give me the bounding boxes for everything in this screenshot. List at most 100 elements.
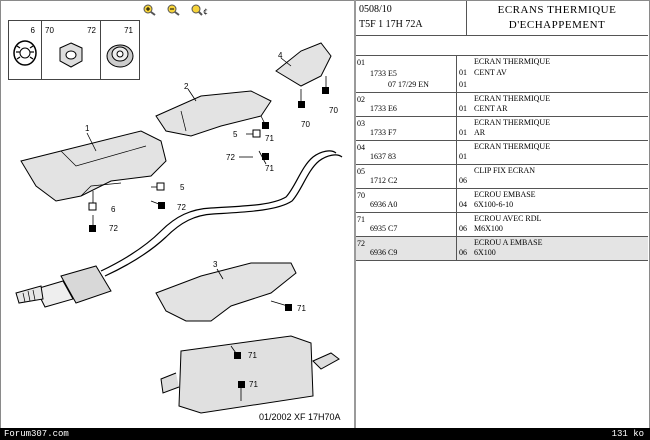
callout-label: 71 [265,134,274,143]
row-number: 03 [357,119,365,128]
part-ref: 1733 F7 [370,128,397,137]
pane-divider[interactable] [354,0,356,428]
table-row[interactable]: 01 1733 E5 07 17/29 EN ECRAN THERMIQUE 0… [356,56,648,93]
thumbnail-number: 70 [45,26,54,35]
svg-text:¢: ¢ [203,7,208,16]
part-detail: 6X100 [474,248,496,257]
part-qty: 06 [459,248,467,257]
washer-nut-icon [106,44,134,68]
part-ref: 1637 83 [370,152,396,161]
part-desc: ECRAN THERMIQUE [474,57,551,66]
table-spacer [356,36,648,56]
nut-icon [59,42,83,68]
callout-label: 2 [184,82,189,91]
table-row-selected[interactable]: 72 6936 C9 ECROU A EMBASE 06 6X100 [356,237,648,261]
parts-list: 01 1733 E5 07 17/29 EN ECRAN THERMIQUE 0… [356,56,648,261]
part-desc: ECRAN THERMIQUE [474,118,551,127]
thumbnail-nut-washer[interactable]: 71 [101,21,139,79]
part-qty: 01 [459,128,467,137]
part-ref-alt: 07 17/29 EN [388,80,429,89]
table-row[interactable]: 70 6936 A0 ECROU EMBASE 04 6X100-6-10 [356,189,648,213]
zoom-toolbar: ¢ [141,3,208,16]
zoom-fit-button[interactable]: ¢ [189,3,208,16]
part-detail: AR [474,128,486,137]
callout-label: 71 [249,380,258,389]
part-ref: 6936 C9 [370,248,398,257]
thumbnail-number: 71 [124,26,133,35]
part-detail: 6X100-6-10 [474,200,514,209]
part-desc: ECROU A EMBASE [474,238,543,247]
callout-label: 71 [265,164,274,173]
callout-label: 72 [226,153,235,162]
part-ref: 1733 E5 [370,69,397,78]
file-size: 131 ko [611,429,644,439]
row-number: 71 [357,215,365,224]
callout-label: 70 [301,120,310,129]
thumbnail-number: 72 [87,26,96,35]
part-desc: ECRAN THERMIQUE [474,94,551,103]
part-ref: 1733 E6 [370,104,397,113]
callout-label: 5 [233,130,238,139]
row-number: 72 [357,239,365,248]
callout-label: 70 [329,106,338,115]
row-number: 05 [357,167,365,176]
part-ref: 1712 C2 [370,176,398,185]
callout-label: 5 [180,183,185,192]
part-qty: 01 [459,68,467,77]
diagram-pane: ¢ 6 70 72 71 [1,1,354,427]
part-desc: ECRAN THERMIQUE [474,142,551,151]
table-row[interactable]: 03 1733 F7 ECRAN THERMIQUE 01 AR [356,117,648,141]
row-number: 01 [357,58,365,67]
part-desc: ECROU AVEC RDL [474,214,542,223]
part-detail: CENT AR [474,104,508,113]
callout-label: 1 [85,124,90,133]
table-row[interactable]: 05 1712 C2 CLIP FIX ECRAN 06 [356,165,648,189]
zoom-out-button[interactable] [165,3,183,16]
page-subtitle: D'ECHAPPEMENT [508,19,606,31]
callout-label: 4 [278,51,283,60]
site-label: Forum307.com [4,429,69,439]
callout-label: 72 [109,224,118,233]
part-qty: 01 [459,80,467,89]
table-row[interactable]: 71 6935 C7 ECROU AVEC RDL 06 M6X100 [356,213,648,237]
part-detail: CENT AV [474,68,507,77]
header-ref-cell: 0508/10 T5F 1 17H 72A [356,1,467,35]
zoom-out-icon [167,4,180,16]
zoom-fit-icon: ¢ [191,4,208,16]
thumbnail-number: 6 [30,26,35,35]
status-bar: Forum307.com 131 ko [0,428,650,440]
thumbnail-clip[interactable]: 6 [9,21,42,79]
zoom-in-button[interactable] [141,3,159,16]
zoom-in-icon [143,4,156,16]
callout-label: 72 [177,203,186,212]
row-number: 02 [357,95,365,104]
part-desc: ECROU EMBASE [474,190,536,199]
callout-label: 71 [297,304,306,313]
callout-label: 3 [213,260,218,269]
page-ref: 0508/10 [359,4,392,15]
part-qty: 01 [459,104,467,113]
model-code: T5F 1 17H 72A [359,19,423,30]
row-number: 04 [357,143,365,152]
hardware-thumbnails: 6 70 72 71 [8,20,140,80]
table-row[interactable]: 02 1733 E6 ECRAN THERMIQUE 01 CENT AR [356,93,648,117]
part-ref: 6936 A0 [370,200,398,209]
table-header: 0508/10 T5F 1 17H 72A ECRANS THERMIQUE D… [356,1,648,36]
callout-label: 71 [248,351,257,360]
row-number: 70 [357,191,365,200]
callout-label: 6 [111,205,116,214]
clip-icon [13,40,37,66]
page-title: ECRANS THERMIQUE [497,4,617,16]
part-qty: 04 [459,200,467,209]
part-detail: M6X100 [474,224,503,233]
thumbnail-nut-embase[interactable]: 70 72 [42,21,101,79]
exhaust-diagram: 1 2 3 4 5 5 6 70 70 71 71 71 72 72 72 71… [15,42,343,414]
parts-table: 0508/10 T5F 1 17H 72A ECRANS THERMIQUE D… [356,1,648,427]
part-qty: 06 [459,224,467,233]
part-qty: 01 [459,152,467,161]
diagram-caption: 01/2002 XF 17H70A [259,412,341,422]
part-qty: 06 [459,176,467,185]
part-ref: 6935 C7 [370,224,398,233]
part-desc: CLIP FIX ECRAN [474,166,536,175]
table-row[interactable]: 04 1637 83 ECRAN THERMIQUE 01 [356,141,648,165]
